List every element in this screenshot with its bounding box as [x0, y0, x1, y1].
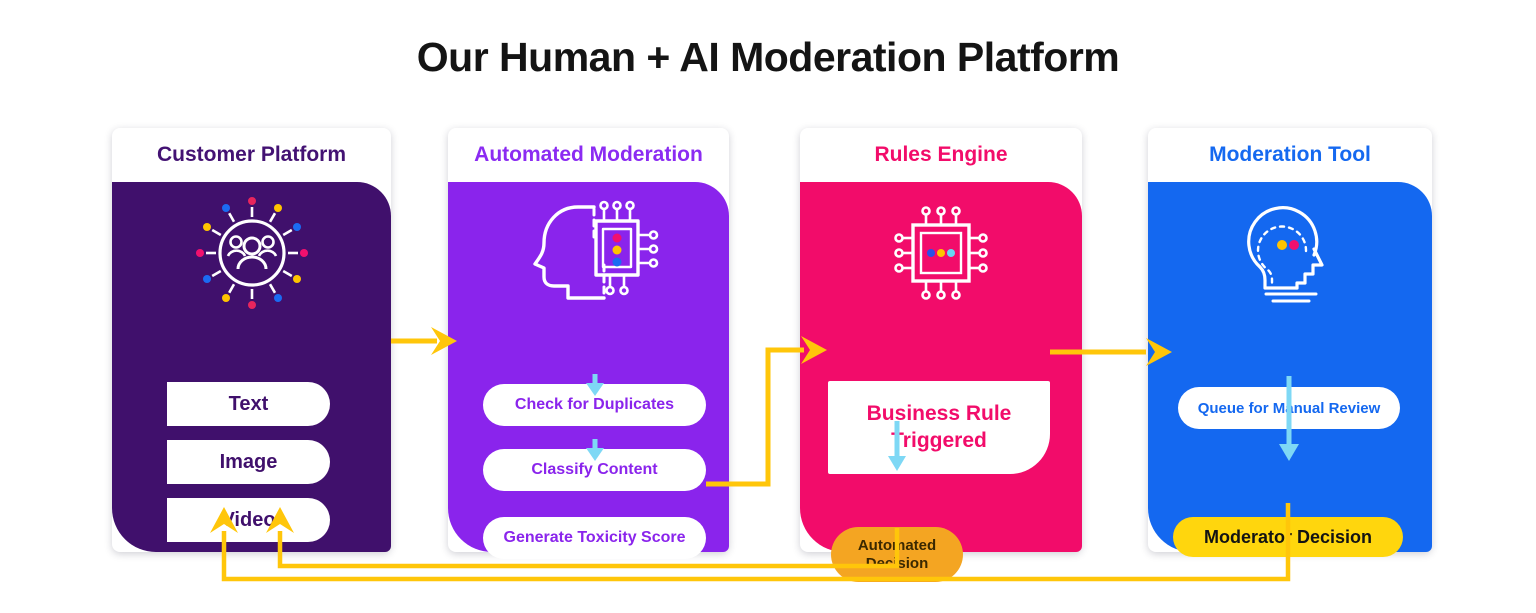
queue-manual-review-pill: Queue for Manual Review: [1178, 387, 1400, 429]
classify-content-pill: Classify Content: [483, 449, 706, 491]
panel-customer-header: Customer Platform: [156, 143, 347, 166]
video-pill: Video: [167, 498, 330, 542]
panel-moderation-header: Moderation Tool: [1209, 143, 1371, 166]
moderator-decision-pill: Moderator Decision: [1173, 517, 1403, 557]
text-pill: Text: [167, 382, 330, 426]
panel-automated-moderation: Automated Moderation: [448, 128, 729, 559]
head-chip-icon: [532, 200, 658, 300]
page-title: Our Human + AI Moderation Platform: [416, 34, 1120, 80]
toxicity-score-pill: Generate Toxicity Score: [483, 517, 706, 559]
automated-decision-pill: Automated Decision: [831, 527, 963, 582]
network-users-icon: [195, 197, 308, 309]
business-rule-box: Business Rule Triggered: [828, 381, 1050, 474]
panel-moderation-body: Queue for Manual Review Moderator Decisi…: [1148, 182, 1432, 557]
panel-automated-body: Check for Duplicates Classify Content Ge…: [448, 182, 729, 559]
check-duplicates-pill: Check for Duplicates: [483, 384, 706, 426]
panel-rules-engine: Rules Engine: [800, 128, 1082, 582]
panel-customer-body: Text Image Video: [112, 182, 391, 552]
head-profile-icon: [1247, 206, 1324, 303]
panel-rules-body: Business Rule Triggered Automated Decisi…: [800, 182, 1082, 582]
panel-automated-header: Automated Moderation: [474, 143, 703, 166]
panel-customer-platform: Customer Platform: [112, 128, 391, 552]
chip-icon: [894, 206, 988, 300]
image-pill: Image: [167, 440, 330, 484]
panel-moderation-tool: Moderation Tool Queue for Manual Review …: [1148, 128, 1432, 557]
panel-rules-header: Rules Engine: [874, 143, 1008, 166]
